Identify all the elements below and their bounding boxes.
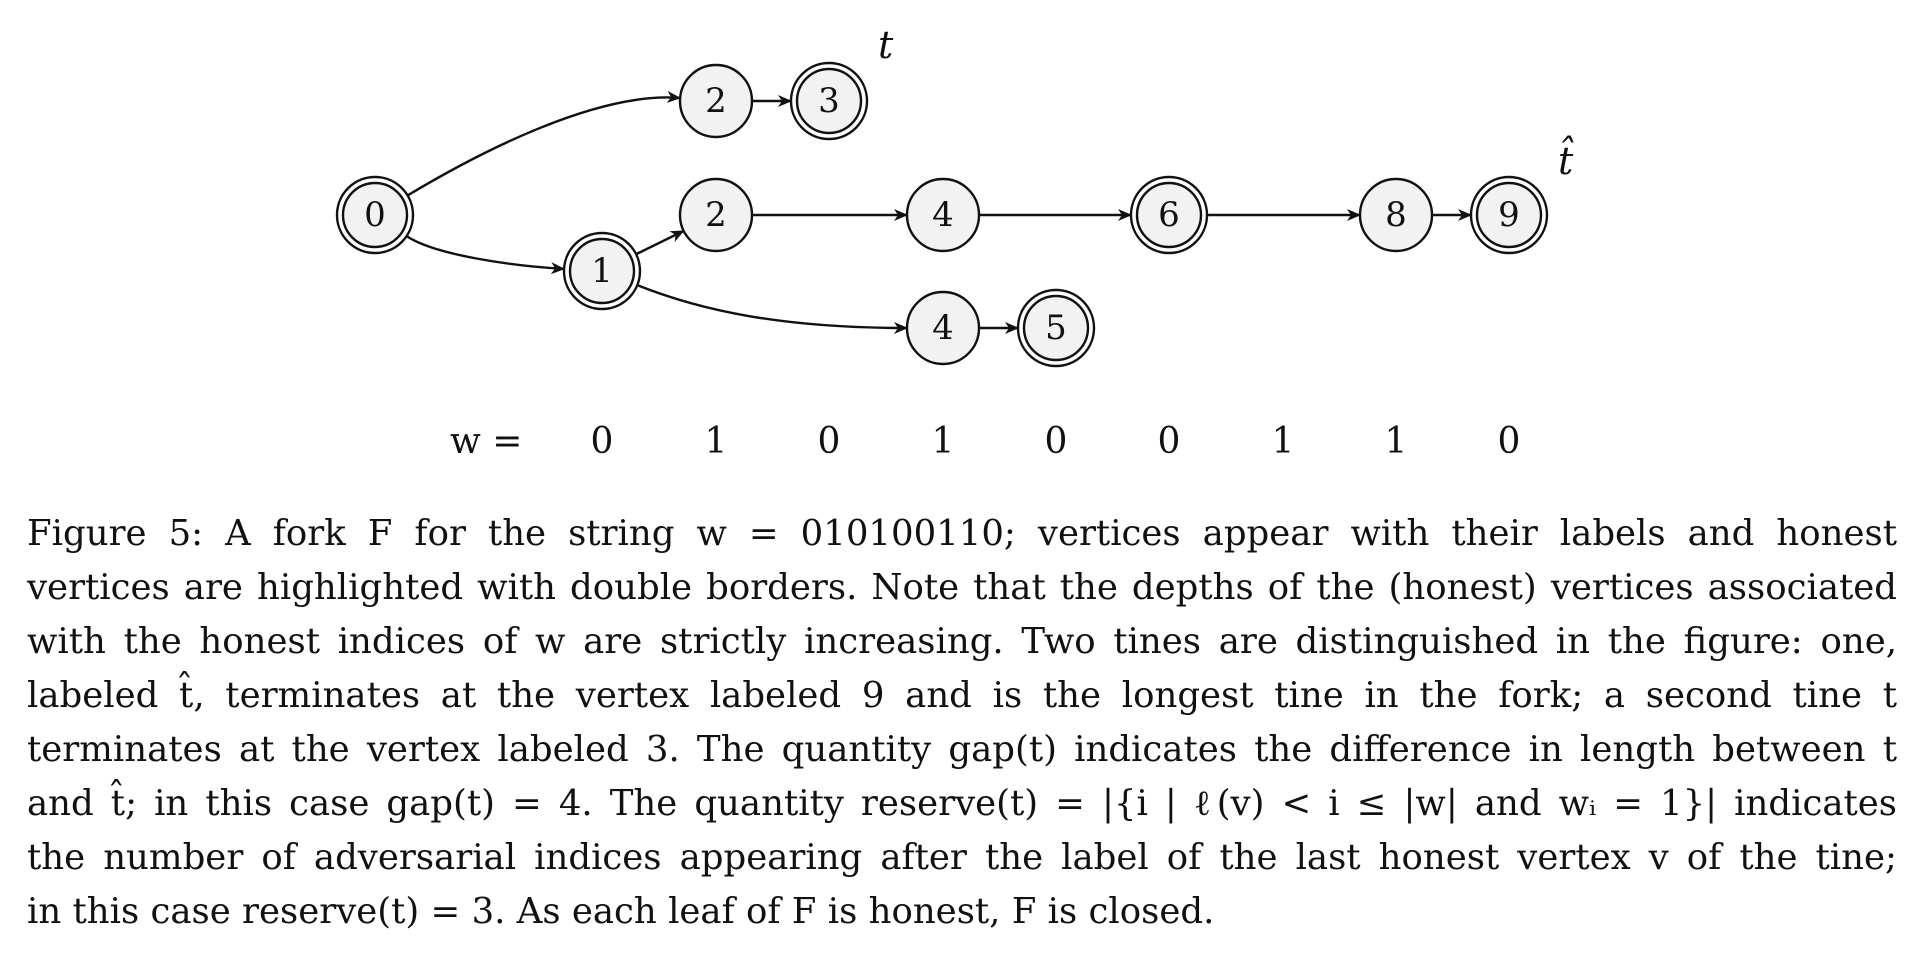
caption-line: Figure 5: A fork F for the string w = 01… [27, 513, 1897, 554]
vertex-label: 0 [364, 195, 386, 235]
vertex-inner-border [341, 181, 409, 249]
vertex-inner-border [1475, 181, 1543, 249]
edge-arrow [636, 283, 908, 334]
vertex-inner-border [1022, 294, 1090, 362]
tine-label-t: t [878, 23, 894, 67]
string-digit: 0 [1498, 421, 1521, 462]
edge-arrow [405, 235, 566, 275]
caption-line: and t̂; in this case gap(t) = 4. The qua… [27, 783, 1897, 824]
vertex-border [905, 290, 981, 366]
caption-line: in this case reserve(t) = 3. As each lea… [27, 891, 1215, 932]
honest-vertex: 0 [335, 175, 415, 255]
caption-line: with the honest indices of w are strictl… [27, 621, 1897, 662]
string-digit: 1 [705, 421, 728, 462]
vertex-label: 1 [591, 251, 613, 291]
edge-arrow [406, 90, 682, 197]
vertex-border [1358, 177, 1434, 253]
string-digit: 0 [591, 421, 614, 462]
nodes-layer: 0 1 2 3 2 4 6 8 9 4 5 [335, 61, 1549, 368]
adversarial-vertex: 4 [905, 290, 981, 366]
edges-layer [405, 90, 1472, 334]
edge-arrow [635, 229, 685, 256]
vertex-inner-border [795, 67, 863, 135]
caption-line: terminates at the vertex labeled 3. The … [27, 729, 1897, 770]
caption-line: the number of adversarial indices appear… [27, 837, 1897, 878]
string-digit: 1 [932, 421, 955, 462]
vertex-border [905, 177, 981, 253]
string-digit: 1 [1385, 421, 1408, 462]
vertex-label: 8 [1385, 195, 1407, 235]
honest-vertex: 1 [562, 231, 642, 311]
vertex-label: 2 [705, 195, 727, 235]
string-digit: 1 [1272, 421, 1295, 462]
string-digit: 0 [818, 421, 841, 462]
honest-vertex: 9 [1469, 175, 1549, 255]
vertex-label: 3 [818, 81, 840, 121]
figure-caption: Figure 5: A fork F for the string w = 01… [27, 507, 1897, 939]
vertex-label: 6 [1158, 195, 1180, 235]
string-digits: 0 1 0 1 0 0 1 1 0 [591, 421, 1521, 462]
string-w-label: w = [450, 421, 522, 462]
fork-figure: 0 1 2 3 2 4 6 8 9 4 5 t t̂ w = 0 1 0 1 0 0 1 1 0 [335, 23, 1575, 462]
caption-line: labeled t̂, terminates at the vertex lab… [27, 675, 1897, 716]
vertex-label: 2 [705, 81, 727, 121]
vertex-border [678, 63, 754, 139]
honest-vertex: 5 [1016, 288, 1096, 368]
adversarial-vertex: 4 [905, 177, 981, 253]
adversarial-vertex: 2 [678, 177, 754, 253]
vertex-border [678, 177, 754, 253]
honest-vertex: 6 [1129, 175, 1209, 255]
honest-vertex: 3 [789, 61, 869, 141]
vertex-inner-border [1135, 181, 1203, 249]
string-digit: 0 [1045, 421, 1068, 462]
vertex-label: 5 [1045, 308, 1067, 348]
string-digit: 0 [1158, 421, 1181, 462]
adversarial-vertex: 2 [678, 63, 754, 139]
vertex-label: 4 [932, 308, 954, 348]
caption-line: vertices are highlighted with double bor… [27, 567, 1897, 608]
fork-diagram: 0 1 2 3 2 4 6 8 9 4 5 t t̂ w = 0 1 0 1 0 0 1 1 0 [335, 23, 1575, 462]
vertex-inner-border [568, 237, 636, 305]
tine-label-t-hat: t̂ [1558, 136, 1575, 183]
vertex-label: 9 [1498, 195, 1520, 235]
vertex-label: 4 [932, 195, 954, 235]
adversarial-vertex: 8 [1358, 177, 1434, 253]
